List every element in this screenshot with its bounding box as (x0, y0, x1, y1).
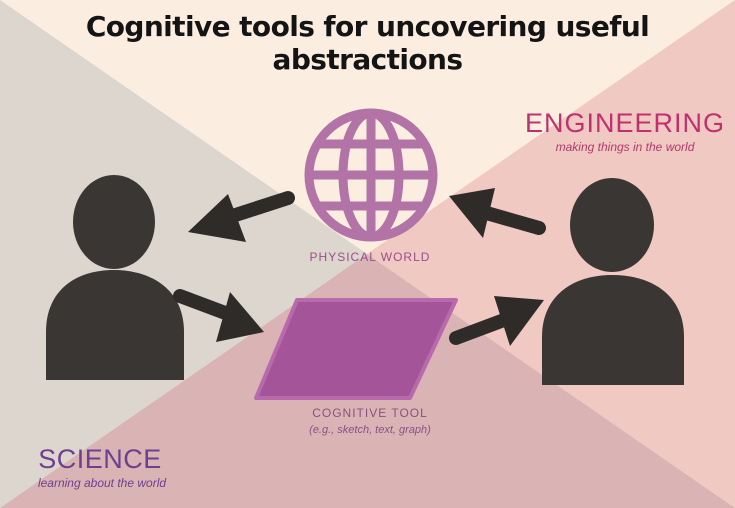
arrow-tool-to-engineering (449, 296, 544, 346)
cognitive-tool-shape (254, 298, 458, 400)
arrow-engineering-to-world (449, 188, 546, 238)
cognitive-tool-examples: (e.g., sketch, text, graph) (309, 424, 431, 436)
engineering-subtitle: making things in the world (555, 140, 695, 154)
engineer-person-icon (542, 178, 684, 385)
physical-world-label: PHYSICAL WORLD (309, 250, 431, 264)
arrow-world-to-science (188, 191, 295, 242)
page-title: Cognitive tools for uncovering useful ab… (85, 10, 650, 76)
science-heading: SCIENCE (38, 444, 162, 474)
science-subtitle: learning about the world (37, 476, 167, 490)
cognitive-tool-label: COGNITIVE TOOL (312, 406, 428, 420)
arrow-science-to-tool (173, 289, 264, 342)
globe-icon (304, 108, 438, 242)
scientist-person-icon (46, 175, 184, 380)
engineering-heading: ENGINEERING (524, 108, 726, 138)
left-region (0, 0, 367, 508)
